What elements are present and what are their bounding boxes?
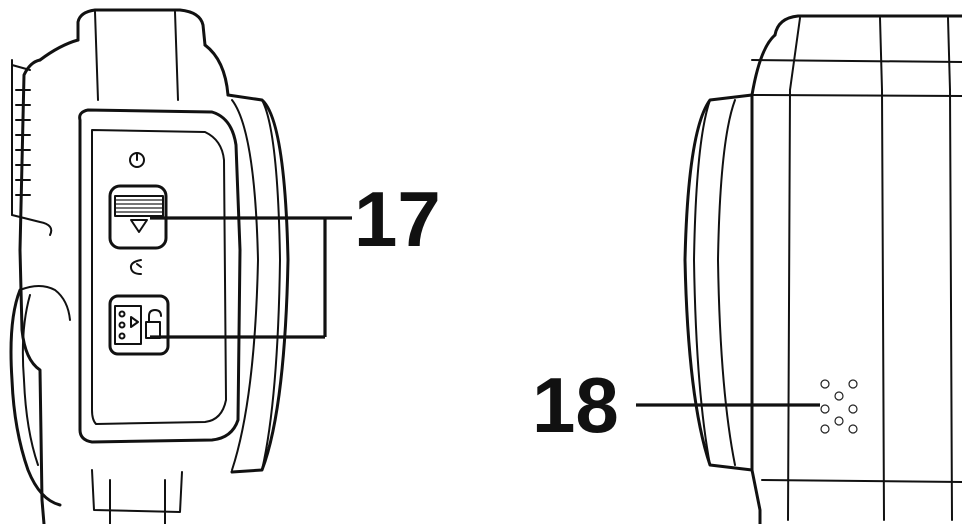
- power-off-icon: [129, 259, 142, 275]
- callout-17-label: 17: [354, 175, 441, 263]
- speaker-holes: [820, 379, 858, 434]
- left-camera-side-view: [9, 8, 290, 524]
- power-on-icon: [129, 152, 145, 168]
- callout-17-leader: [150, 216, 352, 339]
- grip-ridges: [15, 89, 31, 196]
- door-lock-switch[interactable]: [108, 294, 170, 356]
- unlock-icon: [145, 309, 162, 339]
- callout-18-label: 18: [532, 361, 619, 449]
- right-camera-side-view: [683, 14, 962, 524]
